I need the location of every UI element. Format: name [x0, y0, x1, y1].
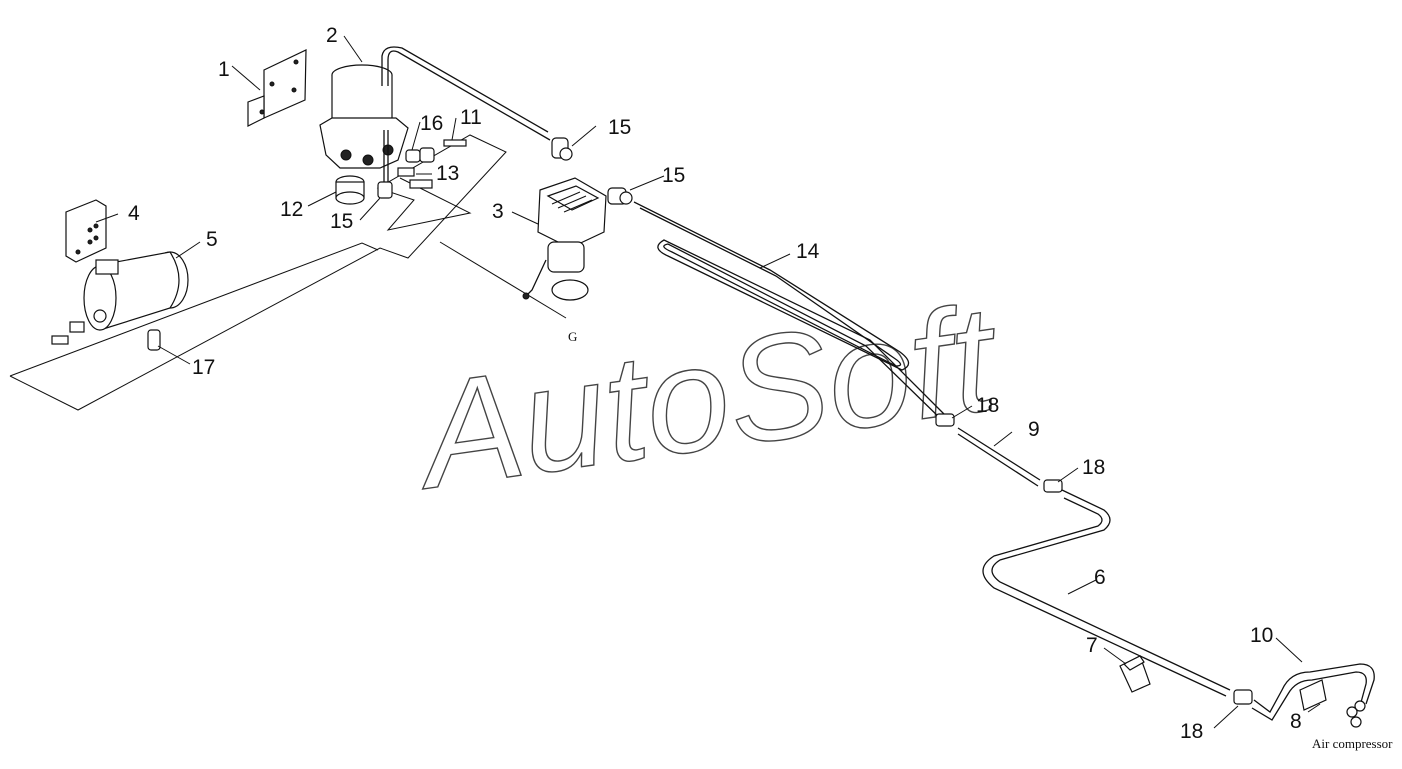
callout-15b: 15 [608, 116, 631, 139]
callout-11: 11 [460, 106, 482, 129]
callout-15a: 15 [330, 210, 353, 233]
label-g: G [568, 329, 577, 344]
callout-5: 5 [206, 228, 218, 251]
tube-part-10 [1251, 663, 1375, 721]
tube-part-9 [957, 427, 1041, 487]
callout-18a: 18 [976, 394, 999, 417]
callout-4: 4 [128, 202, 140, 225]
mounting-outline [9, 134, 507, 411]
fitting-part-17 [147, 329, 161, 351]
fitting-part-13 [397, 167, 433, 189]
elbow-fitting-part-15b [551, 137, 573, 161]
callout-18b: 18 [1082, 456, 1105, 479]
callout-15c: 15 [662, 164, 685, 187]
bracket-plate-part-1 [247, 49, 307, 127]
callout-3: 3 [492, 200, 504, 223]
fitting-part-11 [443, 139, 467, 147]
callout-14: 14 [796, 240, 820, 263]
leader-g [439, 241, 567, 319]
callout-17: 17 [192, 356, 215, 379]
tube-part-6 [982, 489, 1231, 697]
callout-2: 2 [326, 24, 338, 47]
fitting-part-18c [1233, 689, 1253, 705]
valve-assembly-part-3 [522, 177, 607, 301]
fitting-part-18b [1043, 479, 1063, 493]
elbow-fitting-part-15c [607, 187, 633, 205]
callout-9: 9 [1028, 418, 1040, 441]
air-dryer-part-2 [319, 46, 551, 185]
callout-12: 12 [280, 198, 303, 221]
callout-8: 8 [1290, 710, 1302, 733]
coiled-tube-part-14 [633, 201, 951, 423]
callout-10: 10 [1250, 624, 1273, 647]
elbow-fitting-part-15a [377, 181, 393, 199]
callout-6: 6 [1094, 566, 1106, 589]
air-tank-part-5 [51, 251, 189, 345]
bracket-part-4 [65, 199, 107, 263]
label-air-compressor: Air compressor [1312, 736, 1393, 751]
fitting-part-16 [405, 147, 435, 163]
bracket-part-8 [1299, 679, 1327, 711]
compressor-fittings [1346, 700, 1366, 728]
callout-13: 13 [436, 162, 459, 185]
bracket-part-7 [1119, 655, 1151, 693]
outline-lower-left [9, 242, 379, 377]
callout-16: 16 [420, 112, 443, 135]
fitting-part-18a [935, 413, 955, 427]
callout-18c: 18 [1180, 720, 1203, 743]
leader-lines [95, 35, 1321, 729]
valve-part-12 [335, 175, 365, 205]
callout-1: 1 [218, 58, 230, 81]
callout-7: 7 [1086, 634, 1098, 657]
